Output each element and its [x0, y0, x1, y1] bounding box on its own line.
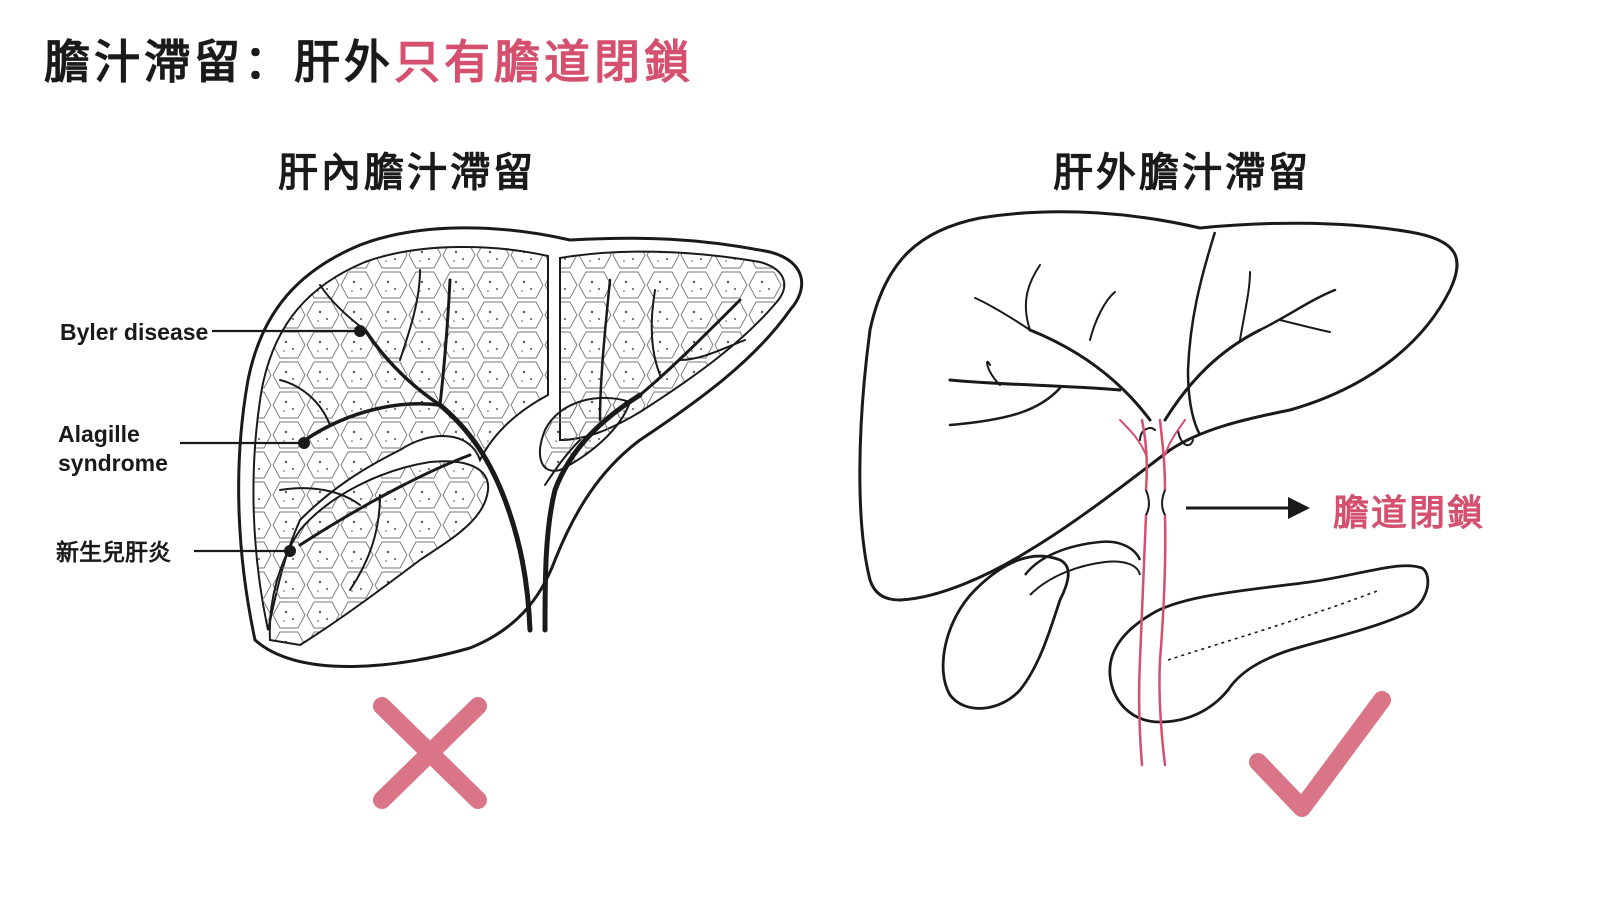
extrahepatic-panel-title: 肝外膽汁滯留: [1053, 150, 1311, 196]
check-mark-icon: [1249, 691, 1391, 817]
intrahepatic-liver-illustration: [180, 226, 804, 668]
biliary-atresia-callout: 膽道閉鎖: [1332, 493, 1485, 534]
cross-mark-icon: [373, 697, 487, 809]
arrow-right-icon: [1288, 497, 1310, 519]
intrahepatic-panel-title: 肝內膽汁滯留: [278, 150, 536, 196]
page-title-highlight: 只有膽道閉鎖: [394, 35, 694, 89]
extrahepatic-liver-illustration: [858, 210, 1459, 767]
label-alagille-syndrome: Alagille syndrome: [58, 421, 168, 476]
page-title: 膽汁滯留：肝外只有膽道閉鎖: [44, 26, 694, 92]
page-title-prefix: 膽汁滯留：肝外: [44, 35, 394, 89]
label-byler-disease: Byler disease: [60, 319, 209, 345]
label-neonatal-hepatitis: 新生兒肝炎: [56, 539, 171, 565]
